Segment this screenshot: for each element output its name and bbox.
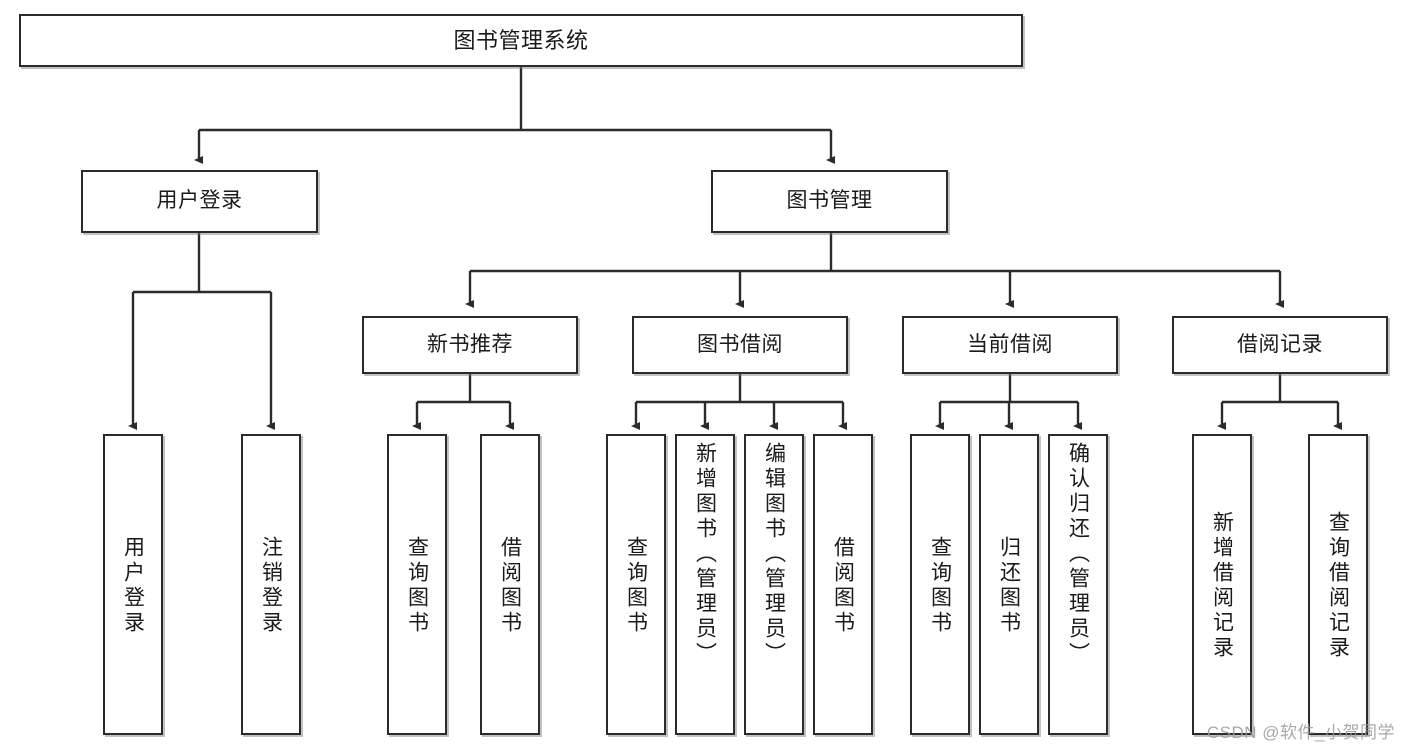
- node-current-borrow[interactable]: 当前借阅: [902, 316, 1118, 374]
- leaf-borrow-book-1[interactable]: 借阅图书: [480, 434, 540, 735]
- node-new-book-recommend-label: 新书推荐: [427, 332, 513, 356]
- node-root-label: 图书管理系统: [453, 27, 589, 53]
- leaf-query-book-1[interactable]: 查询图书: [387, 434, 447, 735]
- node-borrow-record-label: 借阅记录: [1237, 332, 1323, 356]
- node-borrow-record[interactable]: 借阅记录: [1172, 316, 1388, 374]
- leaf-query-record-label: 查询借阅记录: [1326, 510, 1350, 661]
- leaf-query-book-2[interactable]: 查询图书: [606, 434, 666, 735]
- node-new-book-recommend[interactable]: 新书推荐: [362, 316, 578, 374]
- leaf-add-book-label: 新增图书（管理员）: [693, 442, 717, 667]
- watermark: CSDN @软件_小贺同学: [1206, 723, 1395, 742]
- leaf-add-book[interactable]: 新增图书（管理员）: [675, 434, 735, 735]
- leaf-add-record-label: 新增借阅记录: [1210, 510, 1234, 661]
- node-book-borrow-label: 图书借阅: [697, 332, 783, 356]
- leaf-user-login-label: 用户登录: [121, 535, 145, 636]
- node-book-manage[interactable]: 图书管理: [711, 170, 948, 233]
- leaf-edit-book-label: 编辑图书（管理员）: [762, 442, 786, 667]
- leaf-return-book[interactable]: 归还图书: [979, 434, 1039, 735]
- leaf-query-book-2-label: 查询图书: [624, 535, 648, 636]
- leaf-borrow-book-2-label: 借阅图书: [831, 535, 855, 636]
- leaf-confirm-return-label: 确认归还（管理员）: [1066, 442, 1090, 667]
- leaf-user-login[interactable]: 用户登录: [103, 434, 163, 735]
- leaf-query-book-1-label: 查询图书: [405, 535, 429, 636]
- leaf-user-logout[interactable]: 注销登录: [241, 434, 301, 735]
- node-root[interactable]: 图书管理系统: [19, 14, 1023, 67]
- node-user-login[interactable]: 用户登录: [81, 170, 318, 233]
- leaf-return-book-label: 归还图书: [997, 535, 1021, 636]
- leaf-query-book-3-label: 查询图书: [928, 535, 952, 636]
- node-user-login-label: 用户登录: [156, 189, 243, 213]
- leaf-borrow-book-2[interactable]: 借阅图书: [813, 434, 873, 735]
- node-book-manage-label: 图书管理: [786, 189, 873, 213]
- leaf-borrow-book-1-label: 借阅图书: [498, 535, 522, 636]
- node-book-borrow[interactable]: 图书借阅: [632, 316, 848, 374]
- leaf-query-book-3[interactable]: 查询图书: [910, 434, 970, 735]
- leaf-confirm-return[interactable]: 确认归还（管理员）: [1048, 434, 1108, 735]
- leaf-edit-book[interactable]: 编辑图书（管理员）: [744, 434, 804, 735]
- node-current-borrow-label: 当前借阅: [967, 332, 1053, 356]
- leaf-user-logout-label: 注销登录: [259, 535, 283, 636]
- leaf-query-record[interactable]: 查询借阅记录: [1308, 434, 1368, 735]
- leaf-add-record[interactable]: 新增借阅记录: [1192, 434, 1252, 735]
